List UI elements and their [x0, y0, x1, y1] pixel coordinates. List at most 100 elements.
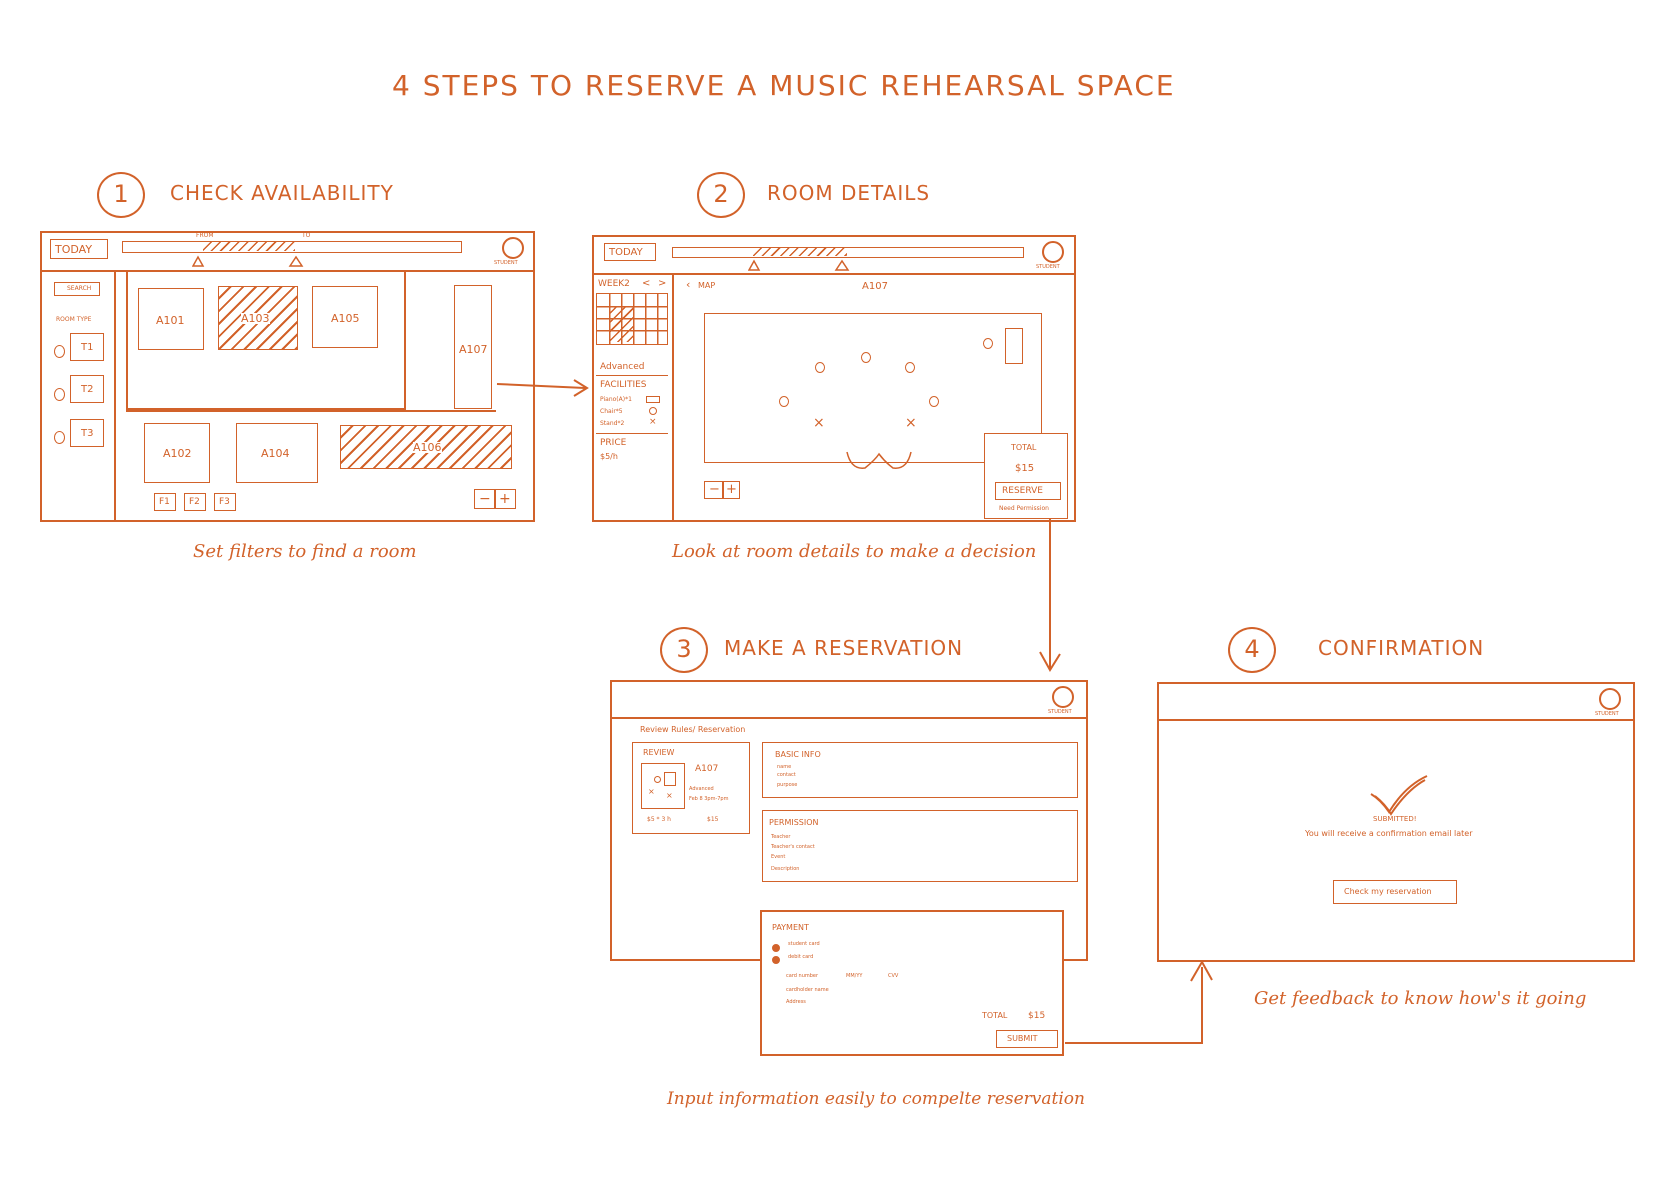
back-chevron-icon[interactable]: ‹: [686, 278, 691, 291]
expiry-field[interactable]: MM/YY: [846, 973, 863, 979]
room-a104[interactable]: A104: [236, 423, 318, 483]
room-a103-label: A103: [241, 312, 270, 325]
arrow-3-to-4-head: [1190, 959, 1213, 982]
screen-2-frame: TODAY STUDENT WEEK2 < > Advanced FACILIT…: [592, 235, 1076, 522]
chair-icon: [779, 396, 789, 407]
total-panel: TOTAL $15 RESERVE Need Permission: [984, 433, 1068, 519]
today-dropdown[interactable]: TODAY: [50, 239, 108, 259]
zoom-in-button-2[interactable]: +: [722, 481, 740, 499]
room-a101-label: A101: [156, 314, 185, 327]
student-logo-icon-2[interactable]: [1042, 241, 1064, 263]
week-next-button[interactable]: >: [658, 278, 667, 289]
type-t1-label: T1: [81, 342, 94, 353]
type-t3-button[interactable]: T3: [70, 419, 104, 447]
student-card-radio[interactable]: [772, 944, 780, 952]
time-to-label: TO: [302, 232, 311, 239]
step-3-badge: 3: [660, 627, 708, 673]
check-reservation-button[interactable]: Check my reservation: [1333, 880, 1457, 904]
debit-card-option[interactable]: debit card: [788, 954, 814, 960]
step-3-title: MAKE A RESERVATION: [724, 636, 964, 660]
today-dropdown-2[interactable]: TODAY: [604, 243, 656, 261]
room-a101[interactable]: A101: [138, 288, 204, 350]
floor-f1-button[interactable]: F1: [154, 493, 176, 511]
field-name[interactable]: name: [777, 764, 792, 770]
room-a105[interactable]: A105: [312, 286, 378, 348]
facility-chair: Chair*5: [600, 408, 623, 415]
review-level: Advanced: [689, 786, 714, 792]
time-range-slider-2[interactable]: [672, 247, 1024, 258]
step-1-badge: 1: [97, 172, 145, 218]
card-number-field[interactable]: card number: [786, 973, 819, 979]
zoom-out-label: −: [479, 491, 491, 507]
zoom-in-label-2: +: [726, 482, 737, 497]
basic-info-label: BASIC INFO: [775, 750, 821, 759]
arrow-3-to-4: [1065, 967, 1203, 1044]
student-label-4: STUDENT: [1595, 711, 1619, 717]
student-logo-icon-4[interactable]: [1599, 688, 1621, 710]
student-label: STUDENT: [494, 260, 518, 266]
payment-total-value: $15: [1028, 1011, 1046, 1021]
type-t1-radio[interactable]: [54, 345, 65, 358]
upper-corridor: [126, 270, 406, 410]
slider-handles[interactable]: [192, 255, 342, 267]
week-calendar-grid[interactable]: [596, 293, 668, 345]
room-a102[interactable]: A102: [144, 423, 210, 483]
address-field[interactable]: Address: [786, 999, 806, 1005]
step-4-number: 4: [1244, 635, 1260, 663]
facilities-label: FACILITIES: [600, 380, 647, 390]
room-a102-label: A102: [163, 447, 192, 460]
cardholder-field[interactable]: cardholder name: [786, 987, 829, 993]
search-button[interactable]: SEARCH: [54, 282, 100, 296]
field-teacher-contact[interactable]: Teacher's contact: [771, 844, 815, 850]
review-schedule: Feb 8 3pm-7pm: [689, 796, 729, 802]
arrow-1-to-2: [496, 383, 586, 389]
page-title: 4 STEPS TO RESERVE A MUSIC REHEARSAL SPA…: [392, 69, 1176, 102]
week-label: WEEK2: [598, 279, 630, 289]
type-t2-radio[interactable]: [54, 388, 65, 401]
floor-f2-label: F2: [189, 497, 200, 507]
zoom-out-button-2[interactable]: −: [704, 481, 724, 499]
today-label-2: TODAY: [609, 247, 643, 258]
room-a105-label: A105: [331, 312, 360, 325]
search-label: SEARCH: [67, 285, 92, 292]
stand-icon: ×: [813, 415, 825, 431]
advanced-divider: [596, 375, 668, 376]
field-description[interactable]: Description: [771, 866, 800, 872]
room-floor-plan: × ×: [704, 313, 1042, 469]
back-to-map-link[interactable]: MAP: [698, 281, 716, 290]
field-event[interactable]: Event: [771, 854, 786, 860]
checkmark-icon: [1370, 775, 1428, 816]
cvv-field[interactable]: CVV: [888, 973, 899, 979]
room-a106-booked: A106: [340, 425, 512, 469]
submit-label: SUBMIT: [1007, 1034, 1038, 1043]
slider-handles-2[interactable]: [748, 259, 858, 271]
field-purpose[interactable]: purpose: [777, 782, 798, 788]
floor-f2-button[interactable]: F2: [184, 493, 206, 511]
student-logo-icon-3[interactable]: [1052, 686, 1074, 708]
time-range-slider[interactable]: [122, 241, 462, 253]
header-divider-3: [612, 717, 1086, 719]
student-card-option[interactable]: student card: [788, 941, 820, 947]
review-rate: $5 * 3 h: [647, 816, 671, 823]
floor-f3-button[interactable]: F3: [214, 493, 236, 511]
header-divider: [42, 270, 533, 272]
type-t2-button[interactable]: T2: [70, 375, 104, 403]
zoom-in-button[interactable]: +: [494, 489, 516, 509]
step-1-title: CHECK AVAILABILITY: [170, 181, 394, 205]
field-teacher[interactable]: Teacher: [771, 834, 791, 840]
step-3-number: 3: [676, 635, 692, 663]
room-a107[interactable]: A107: [454, 285, 492, 409]
room-a106-label: A106: [413, 441, 442, 454]
debit-card-radio[interactable]: [772, 956, 780, 964]
submit-button[interactable]: SUBMIT: [996, 1030, 1058, 1048]
field-contact[interactable]: contact: [777, 772, 796, 778]
type-t3-radio[interactable]: [54, 431, 65, 444]
student-label-3: STUDENT: [1048, 709, 1072, 715]
step-1-number: 1: [113, 180, 129, 208]
type-t1-button[interactable]: T1: [70, 333, 104, 361]
reserve-button[interactable]: RESERVE: [995, 482, 1061, 500]
student-logo-icon[interactable]: [502, 237, 524, 259]
week-prev-button[interactable]: <: [642, 278, 651, 289]
zoom-out-button[interactable]: −: [474, 489, 496, 509]
chair-icon: [983, 338, 993, 349]
